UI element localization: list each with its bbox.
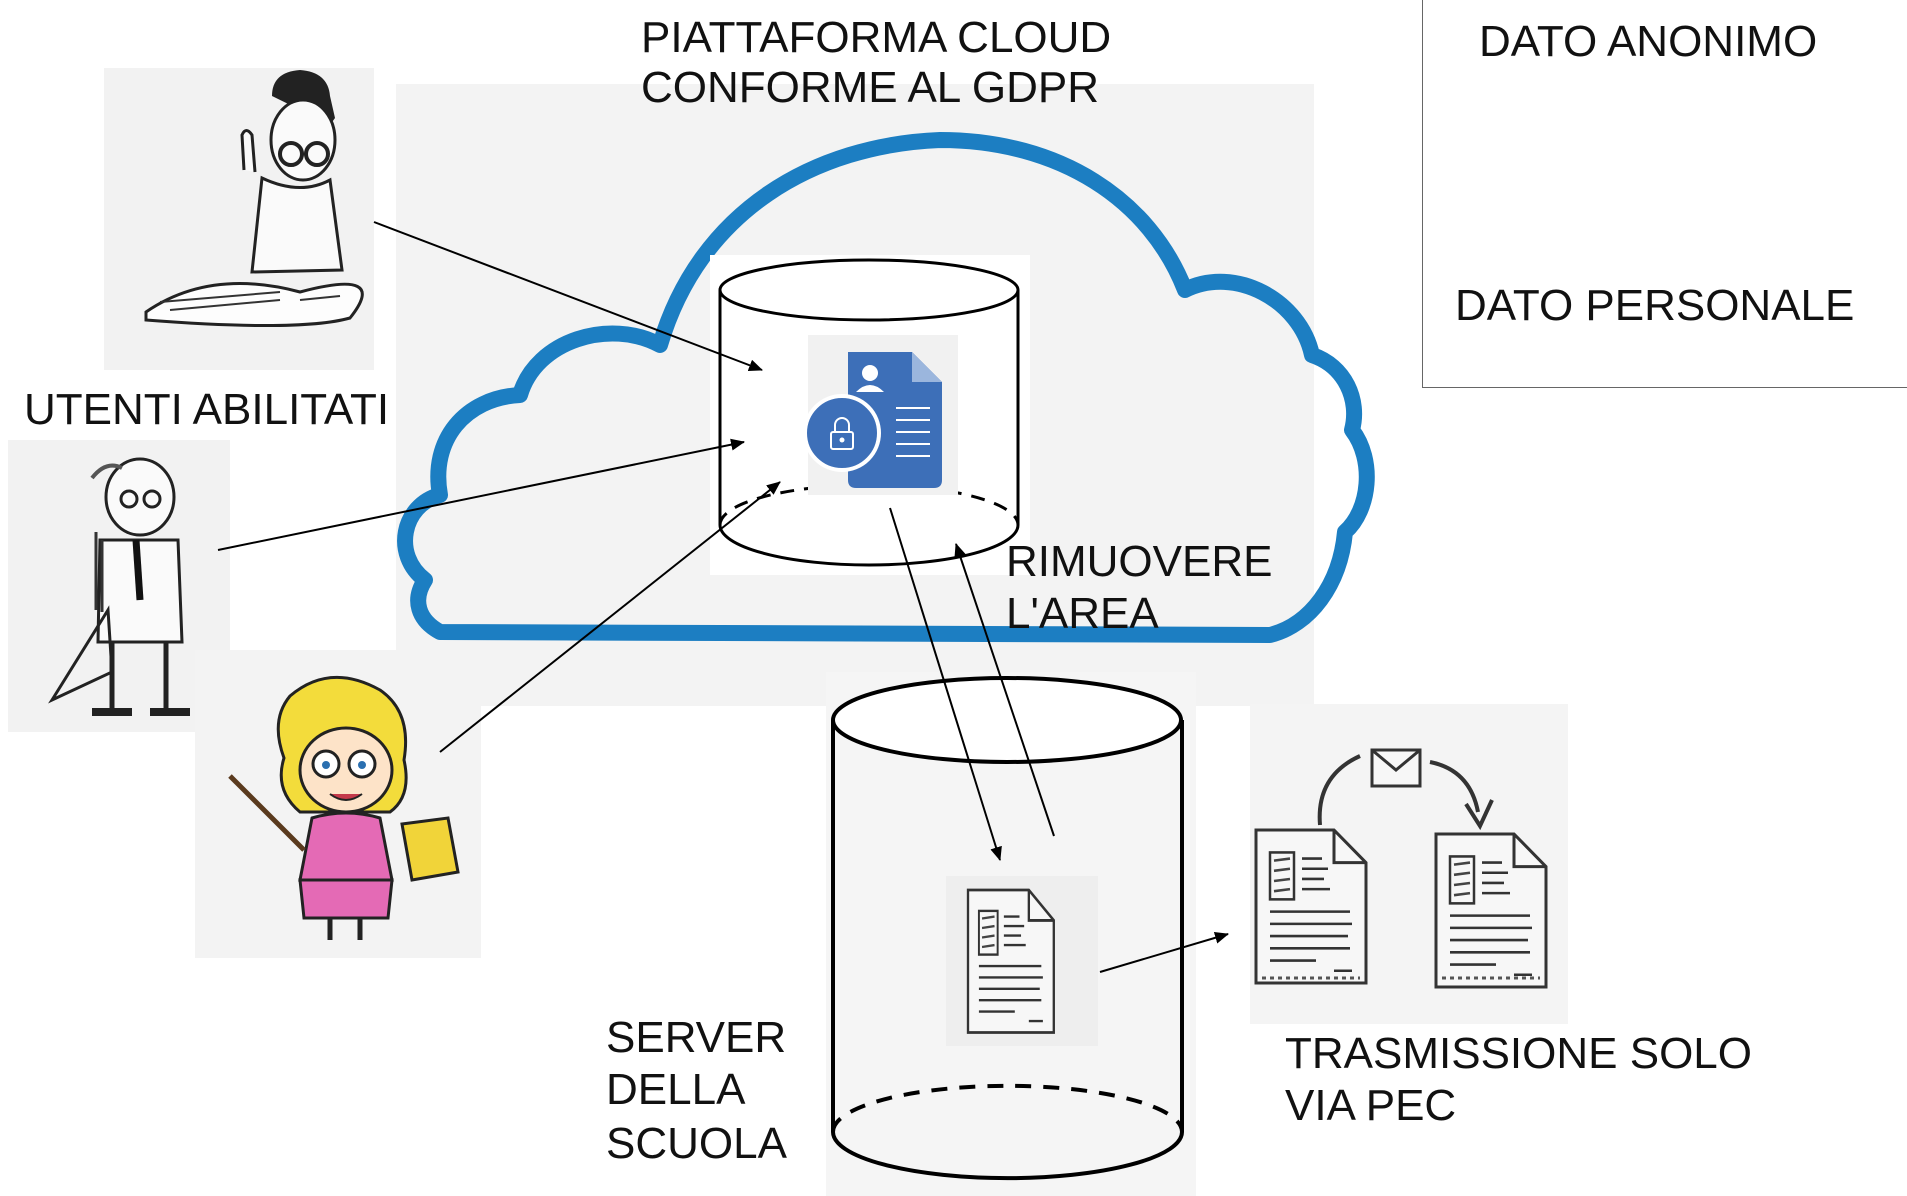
school-document-icon bbox=[946, 876, 1098, 1046]
arrow-server-to-pec bbox=[1099, 931, 1229, 973]
arrow-cloud-to-server bbox=[889, 507, 1002, 861]
cloud-title-line1: PIATTAFORMA CLOUD bbox=[641, 13, 1112, 62]
reading-man-illustration bbox=[104, 68, 374, 370]
server-label-line2: DELLA bbox=[606, 1065, 746, 1114]
pec-transmission-illustration bbox=[1250, 704, 1568, 1024]
cloud-outline bbox=[397, 132, 1375, 643]
arrow-server-to-cloud bbox=[954, 543, 1055, 837]
legend-anonymous-label: DATO ANONIMO bbox=[1479, 17, 1818, 66]
remove-area-line2: L'AREA bbox=[1006, 589, 1159, 638]
connection-arrows bbox=[217, 221, 1229, 973]
server-label-line3: SCUOLA bbox=[606, 1119, 787, 1168]
arrow-user3-to-cloud bbox=[439, 481, 781, 753]
arrow-user2-to-cloud bbox=[217, 438, 745, 551]
pec-label-line2: VIA PEC bbox=[1285, 1081, 1457, 1130]
female-teacher-illustration bbox=[195, 650, 481, 958]
legend-box bbox=[1422, 0, 1907, 388]
remove-area-line1: RIMUOVERE bbox=[1006, 537, 1273, 586]
pec-label-line1: TRASMISSIONE SOLO bbox=[1285, 1029, 1752, 1078]
secured-personal-document-icon bbox=[803, 335, 958, 495]
legend-personal-label: DATO PERSONALE bbox=[1455, 281, 1855, 330]
arrow-user1-to-cloud bbox=[373, 221, 763, 371]
cloud-title-line2: CONFORME AL GDPR bbox=[641, 63, 1099, 112]
old-teacher-illustration bbox=[8, 440, 230, 732]
server-label-line1: SERVER bbox=[606, 1013, 787, 1062]
school-server-cylinder bbox=[831, 676, 1184, 1181]
users-label: UTENTI ABILITATI bbox=[24, 385, 390, 434]
